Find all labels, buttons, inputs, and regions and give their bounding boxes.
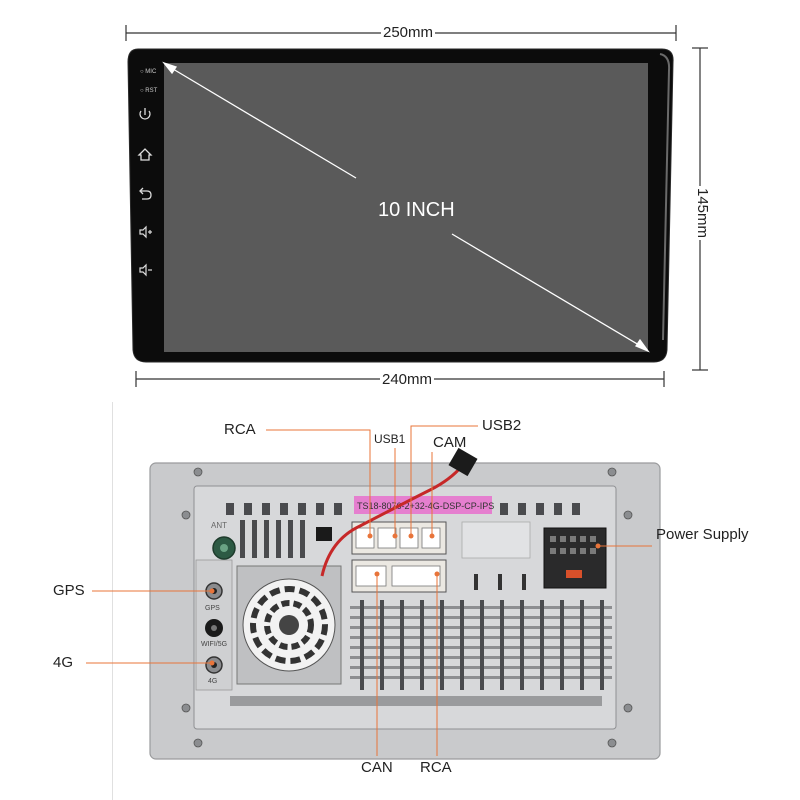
rear-view-diagram: ANT GPS WIFI/5G 4G TS18-8076-2+32-4G-DSP… bbox=[86, 425, 661, 760]
wifi-marking: WIFI/5G bbox=[201, 641, 227, 648]
mic-label: ○ MIC bbox=[140, 69, 157, 75]
back-icon[interactable] bbox=[139, 187, 152, 200]
height-label: 145mm bbox=[694, 186, 711, 241]
callout-rca-bottom: RCA bbox=[420, 759, 452, 776]
callout-rca-top: RCA bbox=[224, 421, 256, 438]
home-icon[interactable] bbox=[137, 148, 153, 161]
4g-marking: 4G bbox=[208, 678, 217, 685]
svg-text:ANT: ANT bbox=[211, 521, 227, 530]
top-width-label: 250mm bbox=[381, 24, 436, 41]
front-view-diagram: ○ MIC ○ RST bbox=[125, 25, 708, 387]
gps-marking: GPS bbox=[205, 605, 220, 612]
callout-usb1: USB1 bbox=[374, 432, 406, 446]
rst-label: ○ RST bbox=[140, 88, 158, 94]
volume-up-icon[interactable] bbox=[139, 225, 152, 239]
volume-down-icon[interactable] bbox=[139, 263, 152, 277]
callout-lines bbox=[86, 425, 652, 756]
section-divider bbox=[112, 402, 113, 800]
diagonal-arrow bbox=[162, 61, 650, 353]
model-sticker bbox=[354, 496, 492, 514]
bottom-width-label: 240mm bbox=[380, 371, 435, 388]
callout-gps: GPS bbox=[53, 582, 85, 599]
side-button-column: ○ MIC ○ RST bbox=[137, 69, 158, 277]
callout-cam: CAM bbox=[433, 434, 467, 451]
callout-4g: 4G bbox=[53, 654, 74, 671]
callout-power-supply: Power Supply bbox=[656, 526, 749, 543]
cam-cable bbox=[320, 465, 464, 577]
model-sticker-text: TS18-8076-2+32-4G-DSP-CP-IPS bbox=[357, 501, 494, 511]
callout-can: CAN bbox=[361, 759, 393, 776]
callout-usb2: USB2 bbox=[482, 417, 522, 434]
screen-size-label: 10 INCH bbox=[378, 199, 455, 221]
power-icon[interactable] bbox=[139, 108, 151, 120]
